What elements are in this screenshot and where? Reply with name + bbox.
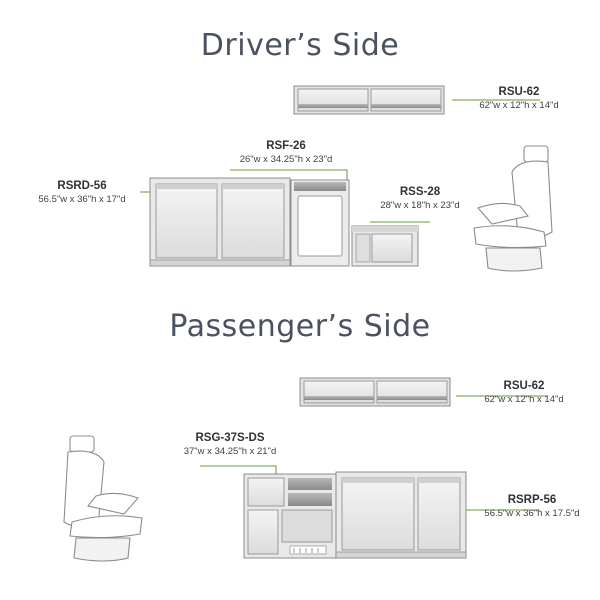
model-name: RSRD-56	[57, 180, 107, 192]
driver-rsrd-56-label: RSRD-56 56.5"w x 36"h x 17"d	[24, 180, 140, 205]
passenger-side-title: Passenger’s Side	[169, 309, 431, 344]
passenger-rsg-37s-ds-cabinet	[243, 473, 337, 559]
passenger-rsu-62-label: RSU-62 62"w x 12"h x 14"d	[468, 380, 580, 405]
passenger-rsrp-56-label: RSRP-56 56.5"w x 36"h x 17.5"d	[470, 494, 594, 519]
driver-rsf-26-cabinet	[290, 179, 350, 267]
model-dimensions: 28"w x 18"h x 23"d	[380, 200, 460, 211]
driver-side-title: Driver’s Side	[200, 28, 400, 63]
driver-rsu-62-label: RSU-62 62"w x 12"h x 14"d	[464, 86, 574, 111]
model-name: RSRP-56	[507, 494, 557, 506]
model-name: RSG-37S-DS	[195, 432, 265, 444]
leader-line	[230, 169, 348, 180]
model-name: RSU-62	[498, 86, 540, 98]
driver-rss-28-cabinet	[351, 225, 419, 267]
model-name: RSF-26	[266, 140, 306, 152]
leader-line	[200, 465, 277, 474]
model-dimensions: 56.5"w x 36"h x 17"d	[38, 194, 126, 205]
driver-rsf-26-label: RSF-26 26"w x 34.25"h x 23"d	[226, 140, 346, 165]
model-dimensions: 56.5"w x 36"h x 17.5"d	[484, 508, 580, 519]
model-name: RSU-62	[503, 380, 545, 392]
model-dimensions: 62"w x 12"h x 14"d	[484, 394, 564, 405]
driver-seat-illustration	[473, 145, 553, 272]
driver-rsrd-56-cabinet	[149, 177, 291, 267]
driver-rsu-62-cabinet	[293, 85, 445, 115]
passenger-rsrp-56-cabinet	[335, 471, 467, 559]
model-dimensions: 26"w x 34.25"h x 23"d	[239, 154, 333, 165]
driver-rss-28-label: RSS-28 28"w x 18"h x 23"d	[370, 186, 470, 211]
model-dimensions: 37"w x 34.25"h x 21"d	[183, 446, 277, 457]
passenger-rsu-62-cabinet	[299, 377, 451, 407]
model-dimensions: 62"w x 12"h x 14"d	[479, 100, 559, 111]
model-name: RSS-28	[399, 186, 441, 198]
passenger-seat-illustration	[63, 435, 143, 562]
passenger-rsg-37s-ds-label: RSG-37S-DS 37"w x 34.25"h x 21"d	[170, 432, 290, 457]
